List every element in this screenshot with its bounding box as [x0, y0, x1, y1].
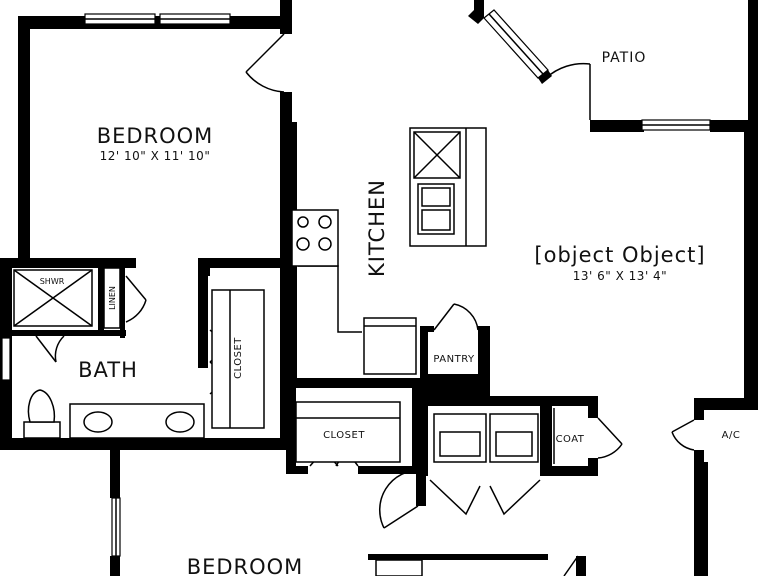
living-dimensions: 13' 6" X 13' 4"	[573, 269, 667, 283]
bath-label: BATH	[78, 358, 138, 382]
bedroom-top-dimensions: 12' 10" X 11' 10"	[100, 149, 211, 163]
fixtures	[13, 127, 555, 576]
linen-label: LINEN	[108, 286, 117, 310]
patio-label: PATIO	[602, 50, 647, 66]
windows	[1, 9, 711, 557]
closet-bath-label: CLOSET	[233, 337, 244, 379]
coat-label: COAT	[556, 434, 585, 445]
shower-label: SHWR	[40, 277, 65, 286]
ac-label: A/C	[722, 430, 741, 441]
closet-hall-label: CLOSET	[323, 430, 365, 441]
bedroom-top-label: BEDROOM	[97, 124, 214, 148]
pantry-label: PANTRY	[433, 354, 475, 365]
living-label: [object Object]	[534, 243, 705, 267]
bedroom-bottom-label: BEDROOM	[187, 555, 304, 576]
doors	[35, 33, 695, 576]
kitchen-label: KITCHEN	[365, 179, 389, 277]
